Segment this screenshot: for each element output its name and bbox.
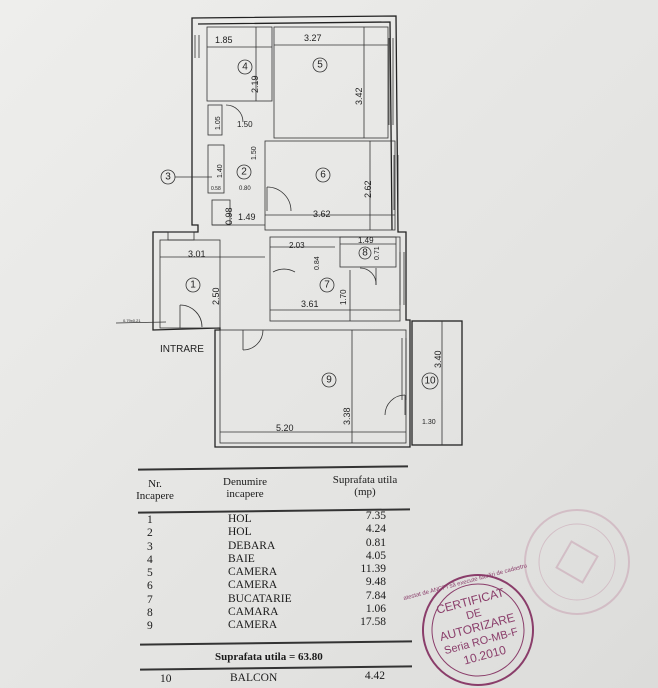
room-number-1: 1 xyxy=(190,280,196,291)
total-area: Suprafata utila = 63.80 xyxy=(215,651,323,663)
room-area: 4.24 xyxy=(365,523,386,536)
room-area: 1.06 xyxy=(365,602,386,615)
room-10-outline xyxy=(411,320,463,446)
svg-text:3.40: 3.40 xyxy=(433,350,443,368)
room-number-3: 3 xyxy=(165,172,171,183)
svg-text:1.49: 1.49 xyxy=(358,236,374,245)
room-nr: 7 xyxy=(147,593,153,606)
svg-text:0.80: 0.80 xyxy=(239,186,251,192)
room-number-5: 5 xyxy=(317,60,323,71)
room-3-outline xyxy=(207,144,225,194)
room-5-outline xyxy=(273,26,389,139)
svg-text:DE: DE xyxy=(465,607,483,623)
room-number-8: 8 xyxy=(362,248,368,259)
svg-text:5.20: 5.20 xyxy=(276,423,294,433)
room-name: DEBARA xyxy=(228,539,276,552)
authorization-stamp: atestat de ANCPI să execute lucrări de c… xyxy=(403,563,534,686)
room-number-7: 7 xyxy=(324,280,330,291)
room-nr: 5 xyxy=(147,567,153,579)
svg-text:1.50: 1.50 xyxy=(251,146,258,160)
dimensions: 1.85 2.19 3.27 3.42 3.62 2.62 1.05 1.50 … xyxy=(115,33,443,433)
svg-text:3.61: 3.61 xyxy=(301,299,319,309)
room-nr: 6 xyxy=(147,580,153,593)
room-area: 7.84 xyxy=(365,589,386,602)
room-area: 0.81 xyxy=(365,536,386,549)
svg-text:1.85: 1.85 xyxy=(215,35,233,45)
room-area: 11.39 xyxy=(360,563,386,575)
room-name: BUCATARIE xyxy=(228,592,292,605)
header-name: Denumire incapere xyxy=(223,476,267,500)
svg-text:1.70: 1.70 xyxy=(339,289,348,305)
svg-text:1.30: 1.30 xyxy=(422,419,436,426)
svg-text:0.58: 0.58 xyxy=(211,186,221,192)
header-nr: Nr. Incapere xyxy=(136,478,174,502)
svg-text:2.62: 2.62 xyxy=(363,180,373,198)
entrance-label: INTRARE xyxy=(160,344,204,355)
svg-text:1.49: 1.49 xyxy=(238,212,256,222)
svg-text:3.42: 3.42 xyxy=(354,87,364,105)
faint-seal xyxy=(524,509,630,615)
room-nr: 4 xyxy=(147,553,153,566)
room-nr: 9 xyxy=(147,620,153,632)
room-number-10: 10 xyxy=(424,376,436,387)
svg-text:3.62: 3.62 xyxy=(313,209,331,219)
room-nr: 8 xyxy=(147,606,153,619)
room-8-outline xyxy=(339,236,397,268)
svg-text:2.03: 2.03 xyxy=(289,241,305,250)
room-name: CAMERA xyxy=(228,579,278,592)
svg-text:1.40: 1.40 xyxy=(217,164,224,178)
room-area: 17.58 xyxy=(360,616,386,628)
room-nr: 3 xyxy=(147,540,153,553)
door-swings xyxy=(179,104,406,416)
room-number-4: 4 xyxy=(242,62,248,73)
svg-text:0.98: 0.98 xyxy=(224,207,234,225)
svg-text:1.50: 1.50 xyxy=(237,120,253,129)
room-numbers: 1 2 3 4 5 6 7 8 9 10 xyxy=(160,57,439,390)
svg-text:2.50: 2.50 xyxy=(211,287,221,305)
room-number-6: 6 xyxy=(320,170,326,181)
room-area: 9.48 xyxy=(365,576,386,589)
room-6-outline xyxy=(264,140,396,231)
room-9-outline xyxy=(219,329,407,444)
room-number-9: 9 xyxy=(326,375,332,386)
room-area: 7.35 xyxy=(365,510,386,522)
room-name: CAMERA xyxy=(228,619,278,631)
svg-text:3.38: 3.38 xyxy=(342,407,352,425)
room-name: CAMARA xyxy=(228,605,279,618)
svg-text:2.19: 2.19 xyxy=(250,75,260,93)
svg-text:0.79x0.21: 0.79x0.21 xyxy=(123,318,141,323)
svg-text:0.84: 0.84 xyxy=(314,256,321,270)
room-area: 4.05 xyxy=(365,549,386,562)
room-name: HOL xyxy=(228,526,252,539)
room-name: HOL xyxy=(228,513,252,525)
room-nr: 2 xyxy=(147,527,153,540)
svg-text:3.01: 3.01 xyxy=(188,249,206,259)
svg-text:0.71: 0.71 xyxy=(374,246,381,260)
room-name: CAMERA xyxy=(228,566,278,578)
room-4-outline xyxy=(206,26,273,102)
svg-text:1.05: 1.05 xyxy=(215,116,222,130)
walls xyxy=(152,15,463,448)
header-area: Suprafata utila (mp) xyxy=(332,474,398,498)
room-name: BAIE xyxy=(228,552,255,565)
room-nr: 1 xyxy=(147,514,153,526)
room-number-2: 2 xyxy=(241,167,247,178)
svg-text:3.27: 3.27 xyxy=(304,33,322,43)
